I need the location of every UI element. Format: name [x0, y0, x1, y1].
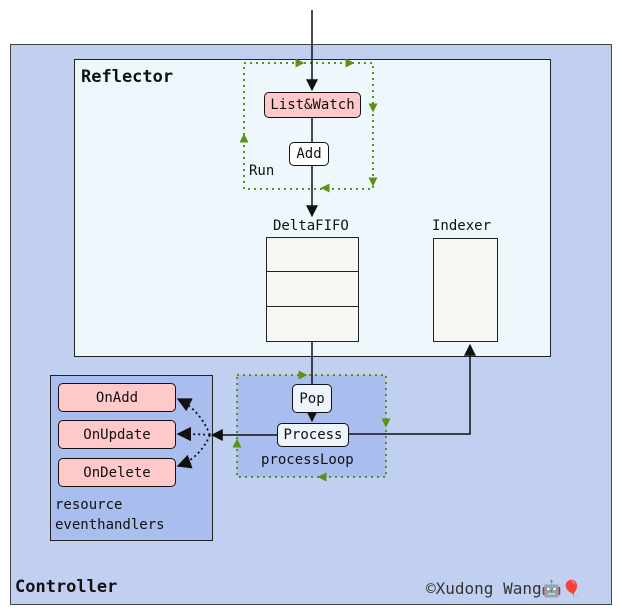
pop-node: Pop [292, 384, 332, 413]
onupdate-handler: OnUpdate [58, 420, 176, 449]
dispatch-onadd-arrow [176, 398, 211, 436]
deltafifo-slot-divider [267, 306, 358, 307]
handlers-caption-line1: resource [55, 497, 123, 513]
controller-title: Controller [15, 577, 118, 597]
process-node: Process [277, 423, 349, 447]
run-label: Run [249, 163, 275, 179]
ondelete-handler: OnDelete [58, 458, 176, 487]
list-watch-node: List&Watch [264, 92, 361, 118]
deltafifo-label: DeltaFIFO [273, 218, 349, 234]
indexer-store [433, 238, 498, 342]
deltafifo-slot-divider [267, 271, 358, 272]
copyright-label: ©Xudong Wang🤖🎈 [426, 579, 582, 598]
handlers-caption-line2: eventhandlers [55, 517, 165, 533]
dispatch-ondelete-arrow [176, 434, 211, 469]
indexer-label: Indexer [432, 218, 492, 234]
onadd-handler: OnAdd [58, 383, 176, 412]
reflector-title: Reflector [81, 67, 174, 87]
deltafifo-queue [266, 237, 359, 342]
dispatch-onupdate-arrow [176, 426, 211, 442]
add-node: Add [289, 142, 329, 166]
process-to-indexer-arrow [349, 343, 476, 435]
run-loop-outline [243, 62, 374, 190]
process-loop-label: processLoop [261, 452, 354, 468]
